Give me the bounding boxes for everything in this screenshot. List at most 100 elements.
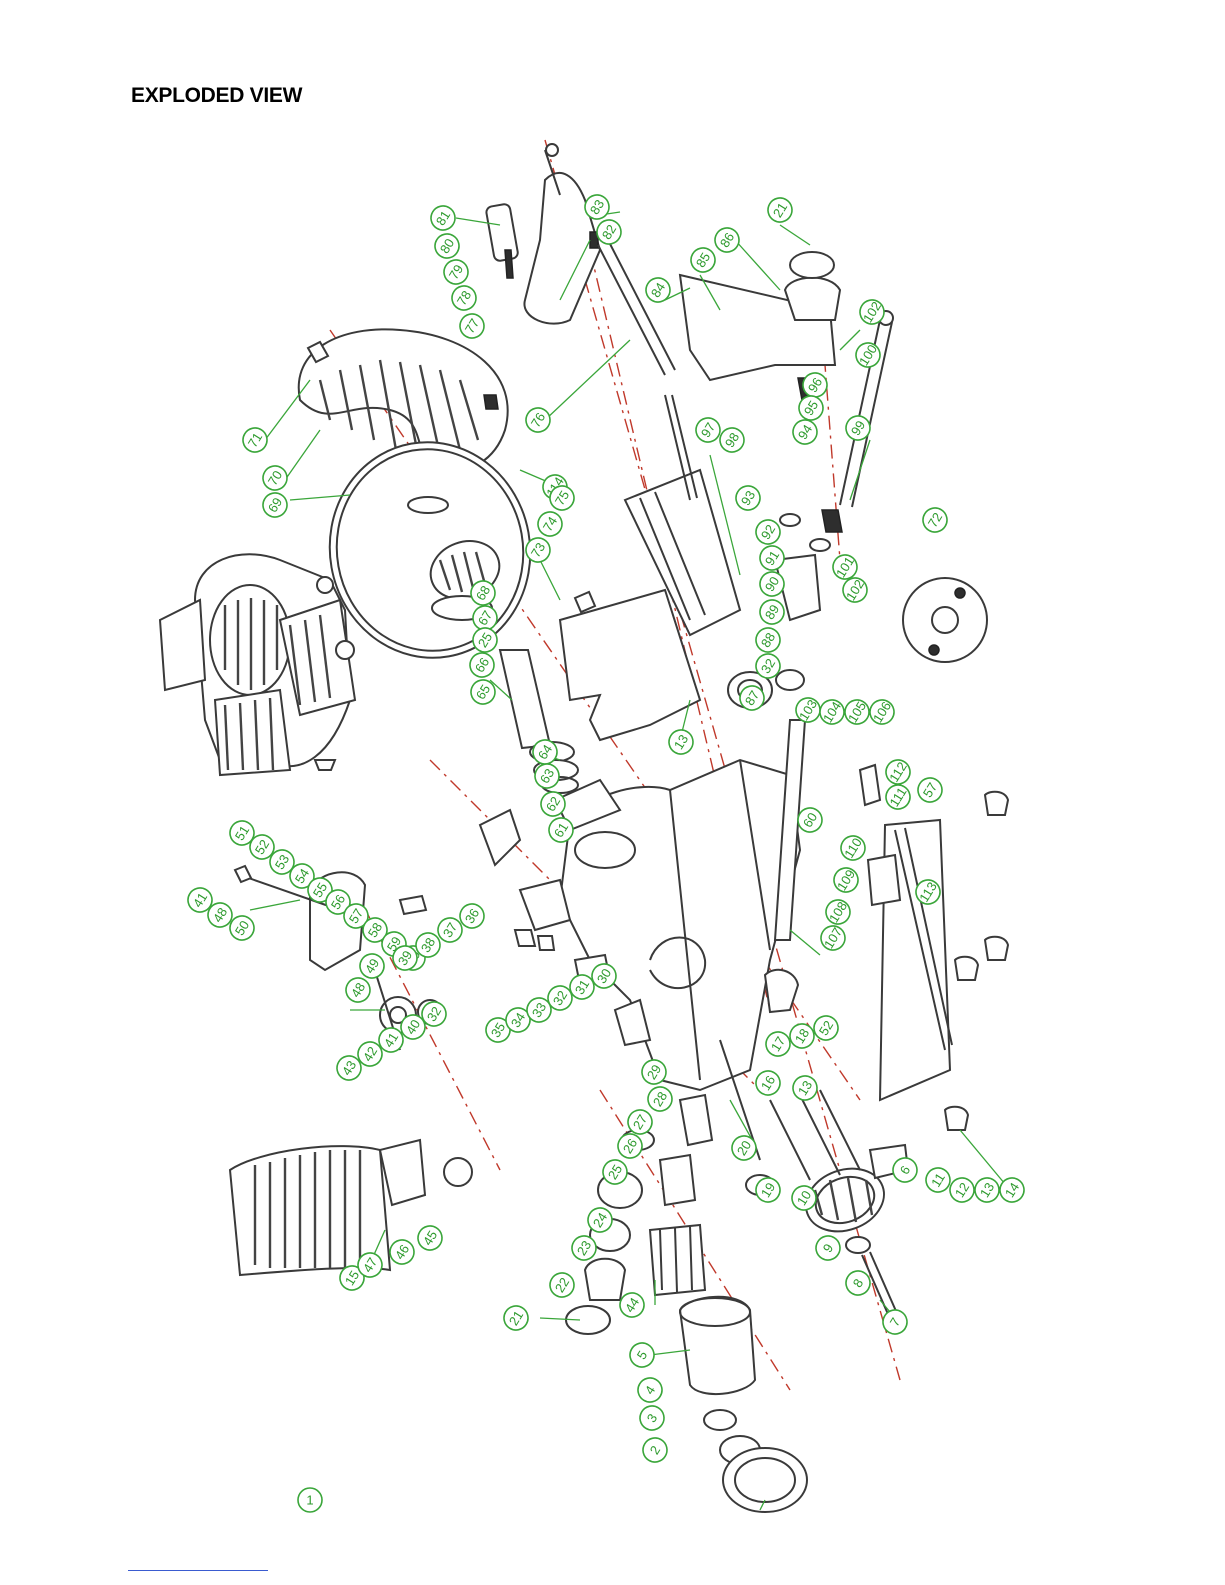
callout-circle — [639, 1405, 665, 1431]
callout-circle — [825, 899, 851, 925]
callout-10: 10 — [791, 1185, 817, 1211]
callout-83: 83 — [584, 194, 610, 220]
callout-circle — [815, 1235, 841, 1261]
callout-label: 19 — [758, 1180, 778, 1200]
callout-label: 26 — [620, 1136, 640, 1156]
callout-48: 48 — [207, 902, 233, 928]
callout-label: 77 — [462, 316, 482, 336]
callout-35: 35 — [485, 1017, 511, 1043]
callout-label: 49 — [362, 956, 382, 976]
callout-circle — [470, 679, 496, 705]
callout-23: 23 — [571, 1235, 597, 1261]
callout-label: 98 — [722, 430, 742, 450]
callout-label: 83 — [587, 197, 607, 217]
callout-96: 96 — [802, 372, 828, 398]
callout-label: 34 — [508, 1010, 528, 1030]
callout-84: 84 — [645, 277, 671, 303]
callout-label: 92 — [758, 522, 778, 542]
page-title: EXPLODED VIEW — [131, 84, 303, 107]
callout-circle — [526, 997, 552, 1023]
callout-label: 21 — [770, 200, 790, 220]
callout-circle — [840, 835, 866, 861]
callout-label: 56 — [328, 892, 348, 912]
callout-label: 16 — [758, 1073, 778, 1093]
callout-label: 74 — [540, 514, 560, 534]
callout-label: 25 — [605, 1162, 625, 1182]
callout-circle — [571, 1235, 597, 1261]
callout-26: 26 — [617, 1133, 643, 1159]
callout-60: 60 — [797, 807, 823, 833]
callout-label: 45 — [420, 1228, 440, 1248]
callout-66: 66 — [469, 652, 495, 678]
callout-19: 19 — [755, 1177, 781, 1203]
callout-107: 107 — [820, 925, 846, 951]
callout-99: 99 — [845, 415, 871, 441]
callout-label: 38 — [418, 935, 438, 955]
callout-label: 15 — [342, 1268, 362, 1288]
callout-circle — [505, 1007, 531, 1033]
callout-label: 99 — [848, 418, 868, 438]
callout-90: 90 — [759, 571, 785, 597]
callout-label: 32 — [550, 988, 570, 1008]
callout-label: 87 — [742, 688, 762, 708]
callout-68: 68 — [470, 580, 496, 606]
callout-53: 53 — [269, 849, 295, 875]
rail-103 — [773, 719, 807, 941]
callout-102: 102 — [859, 299, 885, 325]
callout-circle — [469, 652, 495, 678]
callout-circle — [714, 227, 740, 253]
callout-label: 57 — [346, 906, 366, 926]
callout-76: 76 — [525, 407, 551, 433]
callout-label: 50 — [232, 918, 252, 938]
callout-label: 44 — [622, 1295, 642, 1315]
callout-circle — [869, 699, 895, 725]
callout-circle — [345, 977, 371, 1003]
callout-label: 42 — [360, 1044, 380, 1064]
callout-circle — [540, 791, 566, 817]
callout-32: 32 — [421, 1001, 447, 1027]
callout-2: 2 — [642, 1437, 668, 1463]
callout-91: 91 — [759, 545, 785, 571]
callout-88: 88 — [755, 627, 781, 653]
callout-104: 104 — [819, 699, 845, 725]
callout-circle — [437, 917, 463, 943]
callout-label: 61 — [551, 820, 571, 840]
callout-circle — [602, 1159, 628, 1185]
callout-label: 54 — [292, 866, 312, 886]
callout-circle — [719, 427, 745, 453]
callout-label: 13 — [671, 732, 691, 752]
callout-label: 70 — [265, 468, 285, 488]
callout-label: 48 — [348, 980, 368, 1000]
callout-circle — [642, 1437, 668, 1463]
gear-8 — [805, 1167, 885, 1233]
callout-71: 71 — [242, 427, 268, 453]
callout-74: 74 — [537, 511, 563, 537]
callout-circle — [922, 507, 948, 533]
callout-circle — [645, 277, 671, 303]
callout-3: 3 — [639, 1405, 665, 1431]
callout-circle — [885, 759, 911, 785]
callout-label: 85 — [693, 250, 713, 270]
tray-75 — [623, 468, 742, 637]
callout-circle — [755, 519, 781, 545]
callout-circle — [755, 627, 781, 653]
plate-72 — [902, 577, 988, 663]
callout-98: 98 — [719, 427, 745, 453]
callout-circle — [739, 685, 765, 711]
callout-51: 51 — [229, 820, 255, 846]
callout-circle — [859, 299, 885, 325]
callout-circle — [759, 599, 785, 625]
callout-29: 29 — [641, 1059, 667, 1085]
callout-circle — [791, 1185, 817, 1211]
callout-label: 36 — [462, 906, 482, 926]
part-callouts: 8180797877838284858621102100997170691147… — [187, 194, 1025, 1513]
callout-circle — [417, 1225, 443, 1251]
callout-label: 20 — [734, 1138, 754, 1158]
callout-label: 48 — [210, 905, 230, 925]
callout-label: 57 — [920, 780, 940, 800]
callout-label: 60 — [800, 810, 820, 830]
callout-label: 13 — [977, 1180, 997, 1200]
callout-circle — [695, 417, 721, 443]
callout-label: 32 — [424, 1004, 444, 1024]
callout-label: 58 — [365, 920, 385, 940]
